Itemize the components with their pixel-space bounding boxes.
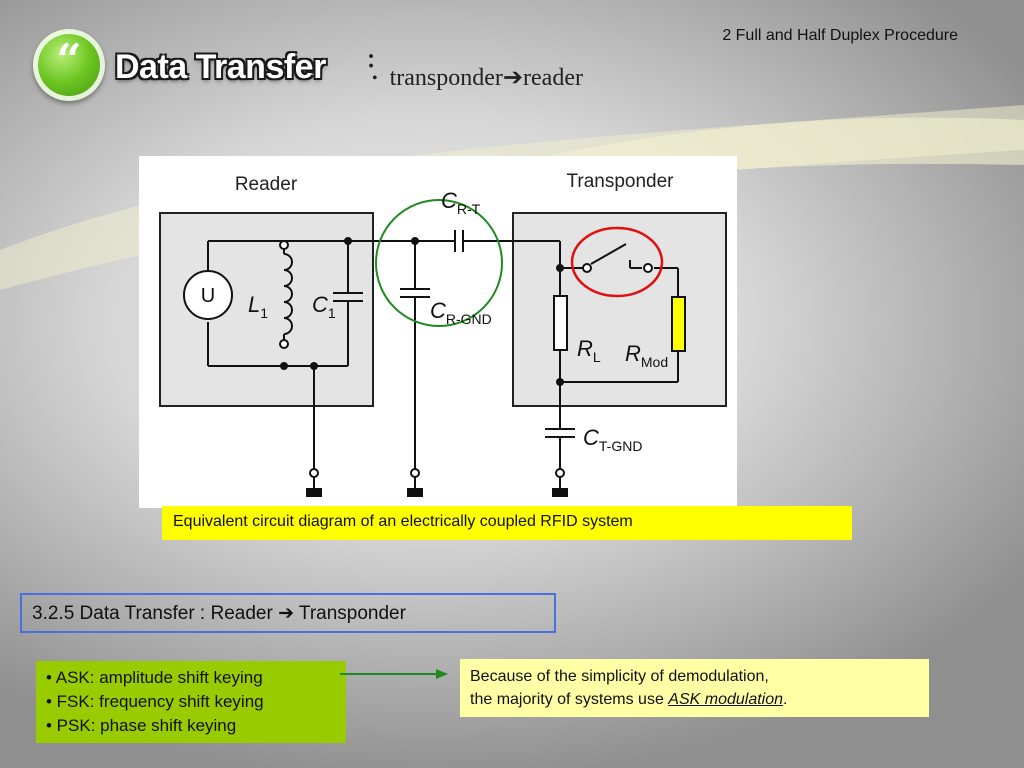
coupling-highlight-circle (375, 199, 503, 327)
slide-subtitle: • transponder➔reader (372, 63, 583, 92)
label-RMod: RMod (625, 341, 668, 370)
circuit-diagram: Reader Transponder (139, 156, 737, 508)
label-C-RT: CR-T (441, 188, 481, 217)
list-item: • PSK: phase shift keying (46, 716, 237, 735)
diagram-caption: Equivalent circuit diagram of an electri… (162, 506, 852, 540)
label-C1: C1 (312, 292, 336, 321)
ask-note: Because of the simplicity of demodulatio… (460, 659, 929, 717)
terminal-circles (279, 240, 653, 478)
quote-icon: “ (56, 35, 82, 86)
ask-modulation-emphasis: ASK modulation (668, 691, 784, 708)
transponder-box (512, 212, 727, 407)
reader-label: Reader (235, 174, 298, 195)
junction-dots (280, 237, 564, 386)
switch-highlight-circle (570, 226, 664, 298)
list-item: • ASK: amplitude shift keying (46, 668, 263, 687)
label-L1: L1 (248, 292, 268, 321)
section-reference: 2 Full and Half Duplex Procedure (722, 27, 958, 44)
note-line-2: the majority of systems use ASK modulati… (470, 691, 788, 708)
wiring (207, 230, 679, 469)
slide-title: Data Transfer (115, 48, 326, 86)
section-heading: 3.2.5 Data Transfer : Reader ➔ Transpond… (20, 593, 556, 633)
ground-icons (306, 477, 568, 497)
list-item: • FSK: frequency shift keying (46, 692, 264, 711)
label-RL: RL (577, 336, 601, 365)
load-resistor (553, 295, 568, 351)
transponder-label: Transponder (566, 171, 674, 192)
speech-bubble-logo: “ (33, 29, 105, 101)
subtitle-text: transponder➔reader (389, 65, 583, 91)
modulation-resistor (671, 296, 686, 352)
arrow-right-icon (340, 669, 448, 679)
note-line-1: Because of the simplicity of demodulatio… (470, 668, 769, 685)
voltage-source-icon: U (183, 270, 233, 320)
title-colon: : (366, 40, 377, 75)
bullet-icon: • (372, 70, 378, 88)
modulation-list: • ASK: amplitude shift keying • FSK: fre… (36, 661, 346, 743)
label-C-TGND: CT-GND (583, 425, 642, 454)
source-label: U (201, 285, 215, 307)
label-C-RGND: CR-GND (430, 298, 492, 327)
